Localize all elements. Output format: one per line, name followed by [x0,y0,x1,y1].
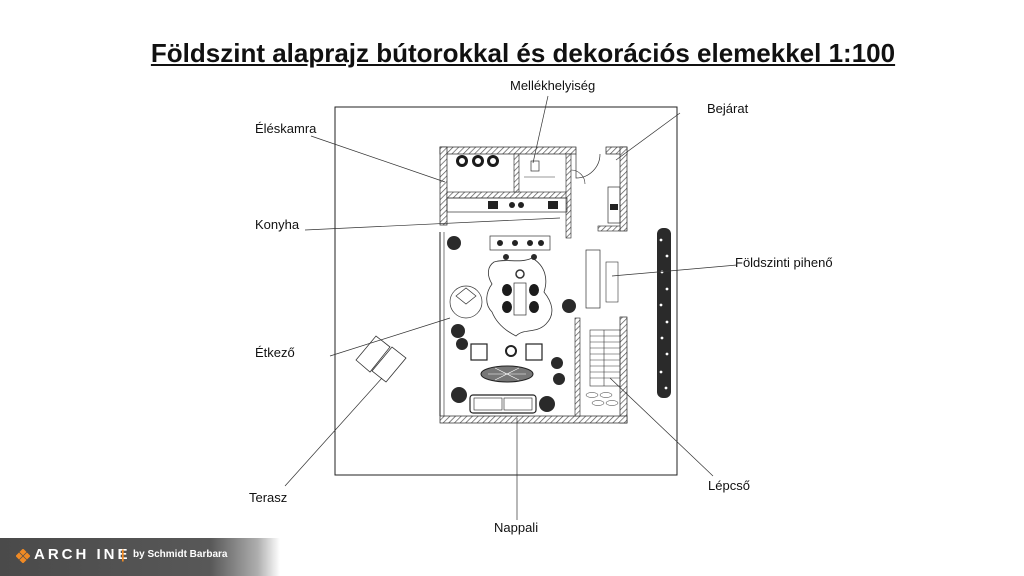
label-foldszinti-piheno: Földszinti pihenő [735,255,833,270]
rest-area-bench [585,249,601,309]
entrance-door-swing [575,153,601,179]
interior-walls [446,153,621,417]
footer-bar [0,538,280,576]
dining-set [502,269,539,316]
label-bejarat: Bejárat [707,101,749,116]
living-room-furniture [469,343,543,414]
exterior-walls [439,146,628,424]
brand-name: ARCH INE [34,546,131,563]
brand-separator: | [121,547,125,562]
pantry-storage [456,155,499,167]
label-lepcso: Lépcső [708,478,750,493]
page-title: Földszint alaprajz bútorokkal és dekorác… [150,38,896,68]
dining-rug [486,257,553,337]
terrace-loungers [355,335,407,383]
plot-boundary [334,106,678,476]
author-credit: by Schmidt Barbara [133,549,228,560]
sofa [469,394,537,414]
kitchen-island [489,235,551,251]
indoor-plants [447,236,576,412]
stair-stepping-stones [585,392,619,406]
round-table [449,285,483,319]
wc-fixture [530,160,540,172]
exterior-hedge [657,228,671,398]
kitchen-counter [446,197,568,213]
entrance-cabinet [607,186,621,224]
leader-lines [284,95,738,520]
label-terasz: Terasz [249,490,288,505]
label-mellekhelyiseg: Mellékhelyiség [510,78,596,93]
staircase [589,329,621,387]
archline-logo-icon [16,549,30,563]
label-konyha: Konyha [255,217,300,232]
label-eleskamra: Éléskamra [255,121,317,136]
label-nappali: Nappali [494,520,539,535]
label-etkezo: Étkező [255,345,295,360]
